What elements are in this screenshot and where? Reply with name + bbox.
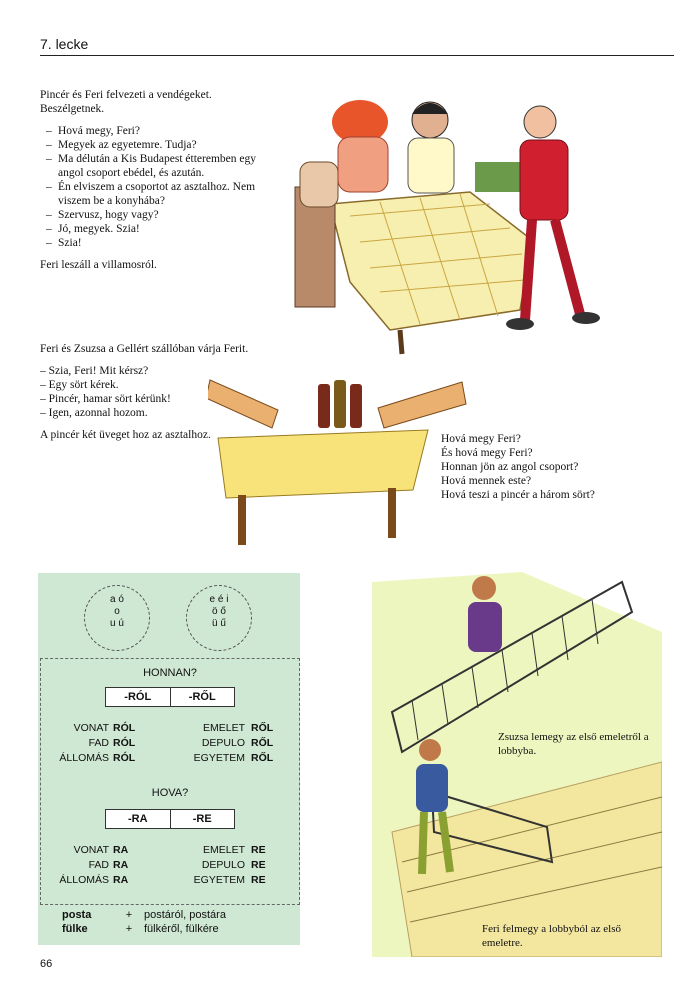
table-bottles-illustration — [208, 379, 467, 545]
dialog-line: Hová megy, Feri? — [40, 124, 262, 138]
back-vowels: a ó o u ú — [110, 594, 124, 629]
dialog-line: Megyek az egyetemre. Tudja? — [40, 138, 262, 152]
stair-caption-top: Zsuzsa lemegy az első emeletről a lobbyb… — [498, 731, 649, 757]
grammar-panel — [38, 573, 300, 945]
hova-title: HOVA? — [151, 787, 189, 799]
hova-suffixes: -RA -RE — [105, 809, 235, 829]
dialog-line: – Pincér, hamar sört kérünk! — [40, 393, 171, 405]
section1-outro: Feri leszáll a villamosról. — [40, 259, 157, 271]
questions-list: Hová megy Feri? És hová megy Feri? Honna… — [441, 432, 595, 502]
question: Hová mennek este? — [441, 475, 532, 487]
dialog-line: Szervusz, hogy vagy? — [40, 208, 262, 222]
front-vowels: e é i ö ő ü ű — [209, 594, 229, 629]
header-rule — [40, 55, 674, 56]
question: Honnan jön az angol csoport? — [441, 461, 579, 473]
front-vowel-circle: e é i ö ő ü ű — [186, 585, 252, 651]
section1-text: Pincér és Feri felvezeti a vendégeket. B… — [40, 88, 262, 280]
question: Hová teszi a pincér a három sört? — [441, 489, 595, 501]
suffix-re: -RE — [192, 813, 212, 825]
suffix-ra: -RA — [106, 810, 171, 828]
back-vowel-circle: a ó o u ú — [84, 585, 150, 651]
question: És hová megy Feri? — [441, 447, 533, 459]
dialog-line: – Egy sört kérek. — [40, 379, 119, 391]
section2-dialog: – Szia, Feri! Mit kérsz? – Egy sört kére… — [40, 364, 268, 420]
dialog-line: Én elviszem a csoportot az asztalhoz. Ne… — [40, 180, 262, 208]
chapter-header: 7. lecke — [40, 36, 89, 52]
grammar-notes: posta+postáról, postára fülke+fülkéről, … — [62, 908, 226, 936]
dialog-line: Szia! — [40, 236, 262, 250]
dialog-line: Jó, megyek. Szia! — [40, 222, 262, 236]
section2-intro: Feri és Zsuzsa a Gellért szállóban várja… — [40, 343, 249, 355]
dialog-line: – Szia, Feri! Mit kérsz? — [40, 365, 149, 377]
section2-outro: A pincér két üveget hoz az asztalhoz. — [40, 429, 211, 441]
restaurant-illustration — [294, 100, 600, 355]
dialog-line: – Igen, azonnal hozom. — [40, 407, 148, 419]
question: Hová megy Feri? — [441, 433, 521, 445]
stair-caption-bottom: Feri felmegy a lobbyból az első emeletre… — [482, 923, 621, 949]
suffix-rol-front: -RŐL — [188, 691, 216, 703]
note-row: posta+postáról, postára — [62, 909, 226, 921]
dialog-line: Ma délután a Kis Budapest étteremben egy… — [40, 152, 262, 180]
page-number: 66 — [40, 958, 53, 970]
note-row: fülke+fülkéről, fülkére — [62, 923, 219, 935]
honnan-suffixes: -RÓL -RŐL — [105, 687, 235, 707]
section1-dialog: Hová megy, Feri? Megyek az egyetemre. Tu… — [40, 124, 262, 250]
section2-text: Feri és Zsuzsa a Gellért szállóban várja… — [40, 342, 268, 450]
section1-intro: Pincér és Feri felvezeti a vendégeket. B… — [40, 89, 212, 115]
staircase-illustration — [372, 572, 662, 957]
suffix-rol: -RÓL — [106, 688, 171, 706]
honnan-title: HONNAN? — [143, 667, 197, 679]
